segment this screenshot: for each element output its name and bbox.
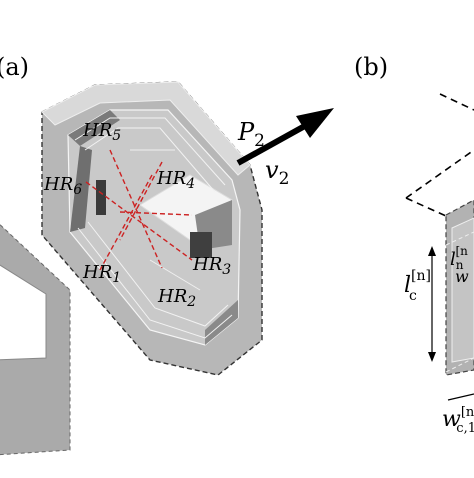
region-label-hr2: HR2 — [157, 286, 196, 310]
panel-label-b: (b) — [354, 53, 388, 81]
region-labels: HR5 HR6 HR4 HR1 HR3 HR2 — [43, 120, 231, 310]
region-label-hr1: HR1 — [82, 262, 121, 286]
motion-arrow — [236, 108, 334, 166]
region-lines — [85, 149, 193, 271]
vector-label-p2: P2 — [237, 118, 265, 151]
module-b — [405, 93, 474, 401]
region-label-hr3: HR3 — [192, 254, 231, 278]
region-label-hr4: HR4 — [156, 168, 195, 192]
panel-label-a: (a) — [0, 53, 29, 81]
left-plate — [0, 223, 71, 456]
dim-label-ln: ln[n — [450, 244, 468, 272]
region-label-hr6: HR6 — [43, 174, 82, 198]
region-label-hr5: HR5 — [82, 120, 121, 144]
module-body — [41, 81, 263, 376]
dim-label-lc: l[n]c — [404, 268, 431, 304]
dim-label-w: w — [455, 267, 469, 286]
vector-label-v2: v2 — [265, 156, 289, 189]
